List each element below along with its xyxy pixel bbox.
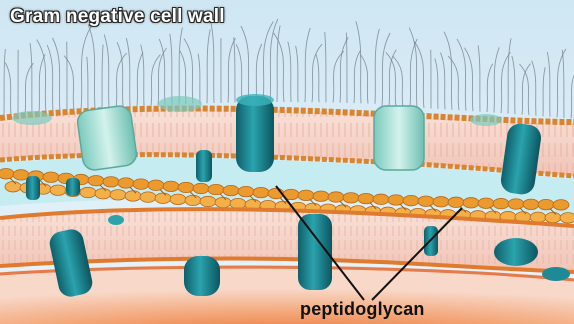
membrane-protein-small [196,150,212,182]
peptidoglycan-bead [43,172,59,182]
peptidoglycan-bead [103,177,119,187]
peptidoglycan-bead [170,194,186,204]
peptidoglycan-bead [508,199,524,209]
peptidoglycan-bead [185,195,201,205]
peptidoglycan-bead [298,190,314,200]
peptidoglycan-bead [523,199,539,209]
peptidoglycan-bead [193,183,209,193]
peptidoglycan-bead [5,182,21,192]
peptidoglycan-bead [463,198,479,208]
peptidoglycan-bead [200,196,216,206]
peptidoglycan-bead [140,192,156,202]
peptidoglycan-bead [13,170,29,180]
peptidoglycan-bead [433,197,449,207]
peptidoglycan-bead [155,193,171,203]
peptidoglycan-bead [560,213,574,223]
inner-membrane-protein [184,256,220,296]
membrane-protein-small [66,178,80,196]
peptidoglycan-bead [163,181,179,191]
peptidoglycan-bead [95,188,111,198]
peptidoglycan-bead [530,212,546,222]
inner-membrane-protein [494,238,538,266]
peptidoglycan-bead [313,191,329,201]
peptidoglycan-bead [418,196,434,206]
peptidoglycan-bead [88,175,104,185]
outer-membrane-porin [76,105,138,172]
peptidoglycan-bead [545,212,561,222]
peptidoglycan-bead [230,198,246,208]
outer-membrane-protein [236,96,274,172]
peptidoglycan-bead [553,200,569,210]
membrane-protein-small [26,176,40,200]
peptidoglycan-bead [118,178,134,188]
peptidoglycan-bead [50,185,66,195]
peptidoglycan-bead [0,169,14,179]
peptidoglycan-bead [80,187,96,197]
peptidoglycan-bead [343,193,359,203]
peptidoglycan-bead [208,184,224,194]
peptidoglycan-bead [178,182,194,192]
peptidoglycan-label: peptidoglycan [300,299,425,320]
peptidoglycan-bead [133,179,149,189]
peptidoglycan-bead [328,192,344,202]
peptidoglycan-bead [373,194,389,204]
peptidoglycan-bead [253,187,269,197]
peptidoglycan-bead [403,195,419,205]
peptidoglycan-bead [238,186,254,196]
peptidoglycan-bead [478,198,494,208]
peptidoglycan-bead [223,185,239,195]
peptidoglycan-bead [448,197,464,207]
peptidoglycan-bead [125,191,141,201]
peptidoglycan-bead [358,193,374,203]
peptidoglycan-bead [215,197,231,207]
diagram-title: Gram negative cell wall [10,6,225,28]
peptidoglycan-bead [538,199,554,209]
outer-membrane-porin [374,106,424,170]
peptidoglycan-bead [493,198,509,208]
peptidoglycan-bead [148,180,164,190]
peptidoglycan-bead [110,190,126,200]
peptidoglycan-bead [388,195,404,205]
